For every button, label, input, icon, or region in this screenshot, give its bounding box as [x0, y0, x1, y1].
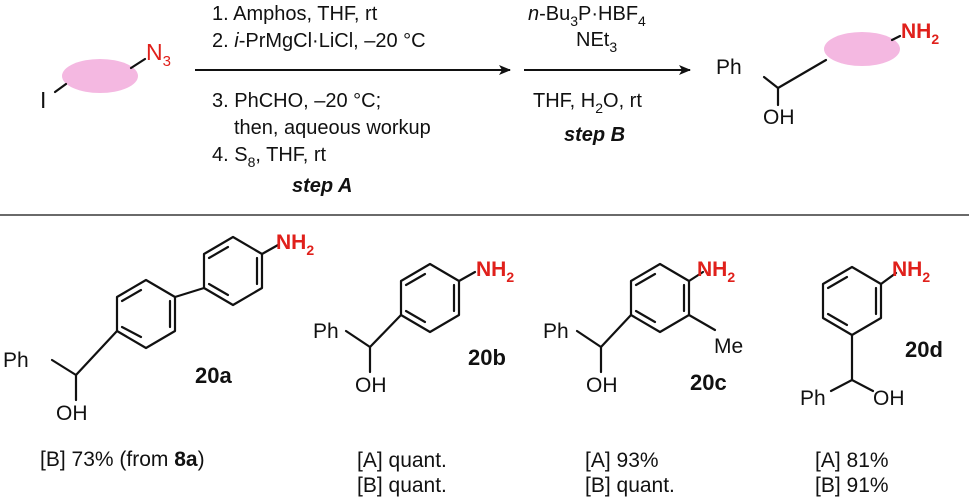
ring-20d: [821, 265, 883, 337]
iodo-label: I: [40, 87, 46, 113]
20b-ph: Ph: [313, 320, 339, 343]
product-ph: Ph: [716, 56, 742, 79]
20c-me: Me: [714, 335, 743, 358]
compound-20c: Ph OH Me NH2 20c [A] 93% [B] quant.: [543, 258, 743, 497]
20c-nh2: NH2: [697, 258, 735, 285]
20c-ph: Ph: [543, 320, 569, 343]
20d-nh2: NH2: [892, 258, 930, 285]
20d-yield-b: [B] 91%: [815, 474, 889, 497]
20b-nh2: NH2: [476, 258, 514, 285]
ring-20b: [399, 262, 461, 334]
20d-yield-a: [A] 81%: [815, 449, 889, 472]
ring-upper: [202, 235, 264, 307]
compound-20b: Ph OH NH2 20b [A] quant. [B] quant.: [313, 258, 514, 497]
20b-oh: OH: [355, 374, 387, 397]
product-nh2: NH2: [901, 20, 939, 47]
20a-oh: OH: [56, 402, 88, 425]
ring-lower: [115, 278, 177, 350]
20b-yield-b: [B] quant.: [357, 474, 447, 497]
compound-20d: Ph OH NH2 20d [A] 81% [B] 91%: [800, 258, 943, 497]
20d-label: 20d: [905, 337, 943, 362]
compound-20a: Ph OH NH2 20a [B] 73% (from 8a): [3, 231, 314, 471]
20d-ph: Ph: [800, 387, 826, 410]
general-product: Ph OH NH2: [716, 20, 939, 129]
20b-label: 20b: [468, 345, 506, 370]
20c-yield-b: [B] quant.: [585, 474, 675, 497]
azide-label: N3: [146, 39, 171, 70]
step-b-reagent-1: n-Bu3P·HBF4: [528, 3, 646, 29]
step-b-solvent: THF, H2O, rt: [533, 90, 642, 116]
product-oh: OH: [763, 106, 795, 129]
step-a-condition-3b: then, aqueous workup: [234, 117, 431, 139]
20c-oh: OH: [586, 374, 618, 397]
20d-oh: OH: [873, 387, 905, 410]
step-a-label: step A: [292, 175, 352, 197]
20a-ph: Ph: [3, 349, 29, 372]
step-a-condition-3: 3. PhCHO, –20 °C;: [212, 90, 381, 112]
step-b-label: step B: [564, 124, 625, 146]
substrate-core-ellipse: [62, 59, 138, 93]
step-b-conditions: n-Bu3P·HBF4 NEt3 THF, H2O, rt step B: [528, 3, 646, 146]
step-a-condition-2: 2. i-PrMgCl·LiCl, –20 °C: [212, 30, 426, 52]
20c-label: 20c: [690, 370, 727, 395]
20c-yield-a: [A] 93%: [585, 449, 659, 472]
ring-20c: [629, 262, 691, 334]
step-b-reagent-2: NEt3: [576, 29, 617, 55]
product-core-ellipse: [824, 32, 900, 66]
starting-material: I N3: [40, 39, 171, 113]
20a-yield: [B] 73% (from 8a): [40, 448, 205, 471]
20a-nh2: NH2: [276, 231, 314, 258]
step-a-condition-4: 4. S8, THF, rt: [212, 144, 327, 170]
step-a-condition-1: 1. Amphos, THF, rt: [212, 3, 378, 25]
20b-yield-a: [A] quant.: [357, 449, 447, 472]
step-a-conditions: 1. Amphos, THF, rt 2. i-PrMgCl·LiCl, –20…: [212, 3, 431, 197]
20a-label: 20a: [195, 363, 232, 388]
